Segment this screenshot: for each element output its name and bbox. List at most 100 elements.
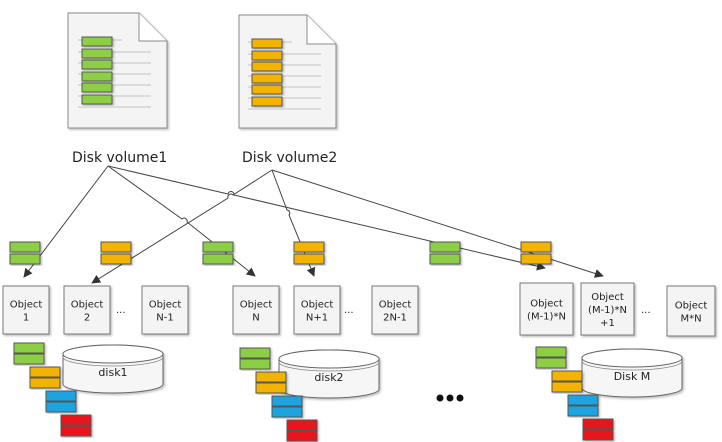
object-label: Object <box>301 300 334 311</box>
volume1-block <box>81 94 113 105</box>
disk-stripe-block <box>13 342 45 354</box>
object-label: N <box>252 313 259 324</box>
object-box: Object 2N-1 <box>371 285 419 335</box>
stripe-block <box>100 253 132 265</box>
disks: disk1 disk2 Disk M <box>13 342 683 442</box>
stripe-block <box>520 241 552 253</box>
stripe-block <box>293 253 325 265</box>
disk-group: disk2 <box>239 347 380 442</box>
object-box: Object 1 <box>2 285 50 335</box>
stripe-block <box>202 241 234 253</box>
stripe-block <box>9 253 41 265</box>
object-boxes: Object1Object2ObjectN-1ObjectNObjectN+1O… <box>2 282 716 337</box>
object-label: (M-1)*N <box>527 312 566 323</box>
volume2-block <box>251 84 283 95</box>
connector-vol1-objectN <box>107 165 256 277</box>
objects-ellipsis-1: ... <box>116 305 126 316</box>
volume2-block <box>251 38 283 49</box>
disk-stripe-block <box>29 377 61 389</box>
volume1-block <box>81 36 113 47</box>
object-label: Object <box>10 300 43 311</box>
disk-stripe-block <box>567 394 599 406</box>
volume2-block <box>251 96 283 107</box>
disk-stripe-block <box>60 425 92 437</box>
objects-ellipsis-2: ... <box>344 305 354 316</box>
disk-volume2-label: Disk volume2 <box>242 150 337 166</box>
volume2-connectors <box>91 169 604 284</box>
object-label: 1 <box>23 313 29 324</box>
disk-stripe-block <box>239 347 271 359</box>
disk-stripe-block <box>551 381 583 393</box>
objects-ellipsis-3: ... <box>641 305 651 316</box>
volume2-data-blocks <box>251 38 283 107</box>
disk-stripe-block <box>255 371 287 383</box>
object-label: N+1 <box>306 313 328 324</box>
disk-stripe-block <box>567 405 599 417</box>
connector-vol2-object2 <box>91 169 273 284</box>
object-label: 2 <box>84 313 90 324</box>
disk-stripe-block <box>582 418 614 430</box>
object-label: (M-1)*N <box>588 305 627 316</box>
volume1-block <box>81 82 113 93</box>
volume1-data-blocks <box>81 36 113 105</box>
disk-stripe-block <box>13 353 45 365</box>
disk-stripe-block <box>271 395 303 407</box>
disk-stripe-block <box>535 357 567 369</box>
volume1-block <box>81 59 113 70</box>
disk-stripe-block <box>239 358 271 370</box>
object-label: Object <box>591 292 624 303</box>
transit-stripe-blocks <box>9 241 552 265</box>
object-label: Object <box>149 300 182 311</box>
object-box: Object (M-1)*N +1 <box>580 282 635 336</box>
stripe-block <box>429 253 461 265</box>
disk-stripe-block <box>551 370 583 382</box>
stripe-block <box>429 241 461 253</box>
object-label: Object <box>530 299 563 310</box>
disk-stripe-block <box>45 401 77 413</box>
object-label: Object <box>675 301 708 312</box>
disk-label: disk2 <box>314 371 343 384</box>
disk-stripe-block <box>29 366 61 378</box>
object-box: Object 2 <box>63 285 111 335</box>
object-label: N-1 <box>156 313 173 324</box>
object-label: 2N-1 <box>383 313 407 324</box>
disk-stripe-block <box>535 346 567 358</box>
object-label: M*N <box>680 314 701 325</box>
volume1-block <box>81 71 113 82</box>
disk-stripe-block <box>582 429 614 441</box>
object-label: Object <box>71 300 104 311</box>
stripe-block <box>100 241 132 253</box>
volume2-block <box>251 50 283 61</box>
disk-cylinder-icon <box>62 344 164 394</box>
volume2-block <box>251 61 283 72</box>
object-label: Object <box>379 300 412 311</box>
disk-group: disk1 <box>13 342 164 437</box>
disk-stripe-block <box>286 430 318 442</box>
disk-stripe-block <box>271 406 303 418</box>
disks-ellipsis <box>436 394 464 402</box>
disk-cylinder-icon <box>581 348 683 398</box>
object-box: Object (M-1)*N <box>519 282 574 336</box>
volume1-block <box>81 48 113 59</box>
disk-label: disk1 <box>98 366 127 379</box>
disk-volume1-document-icon <box>67 12 168 129</box>
stripe-block <box>202 253 234 265</box>
disk-label: Disk M <box>614 370 651 383</box>
connector-vol1-objectM1N <box>107 165 546 271</box>
disk-volume1-label: Disk volume1 <box>72 150 167 166</box>
connector-vol2-objectN1 <box>271 169 316 277</box>
object-label: +1 <box>600 318 615 329</box>
stripe-block <box>9 241 41 253</box>
disk-stripe-block <box>45 390 77 402</box>
disk-stripe-block <box>60 414 92 426</box>
disk-stripe-block <box>255 382 287 394</box>
stripe-block <box>293 241 325 253</box>
disk-cylinder-icon <box>278 349 380 399</box>
disk-group: Disk M <box>535 346 683 441</box>
object-label: Object <box>240 300 273 311</box>
stripe-block <box>520 253 552 265</box>
